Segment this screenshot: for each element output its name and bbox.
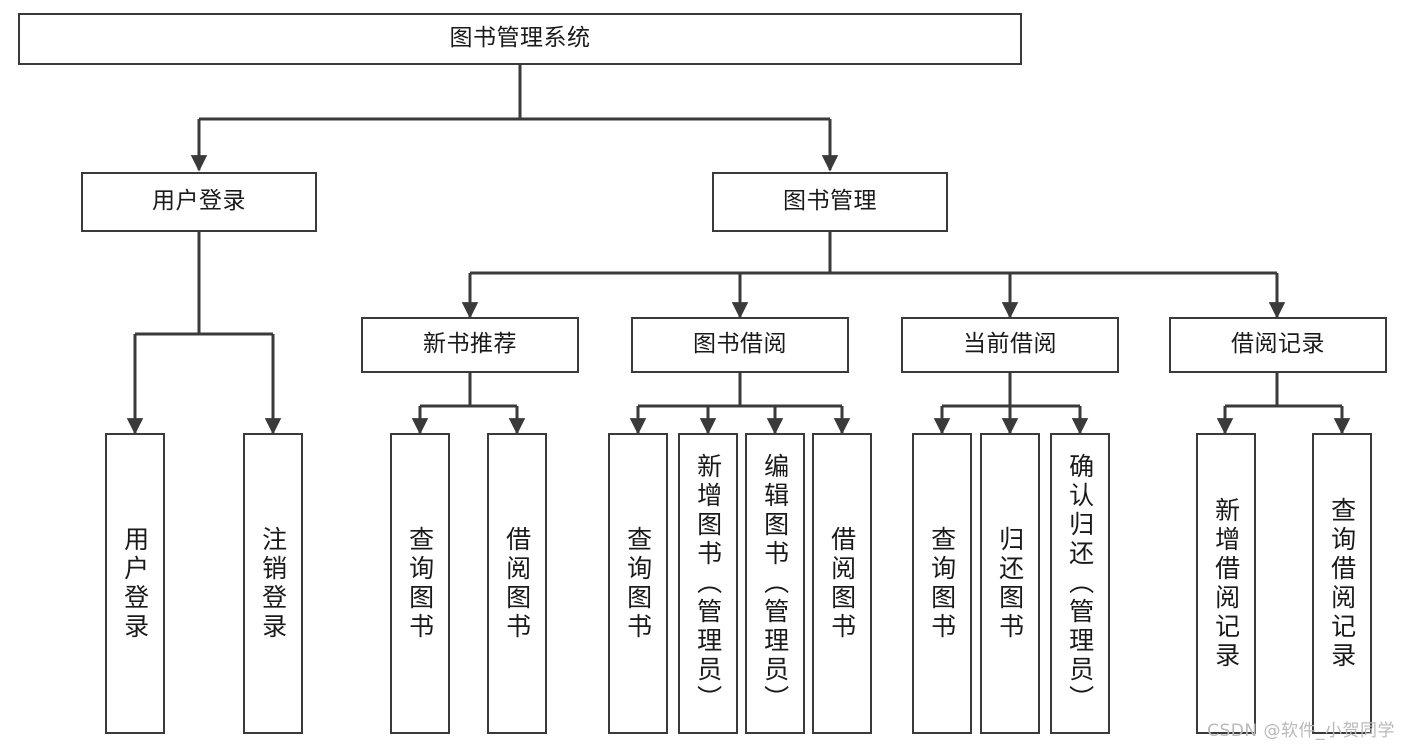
watermark-text: CSDN @软件_小贺同学 (1207, 721, 1395, 741)
node-label: 确认归还（管理员） (1065, 453, 1095, 714)
node-leaf-query-book-recommend[interactable]: 查询图书 (390, 433, 450, 734)
node-leaf-borrow-book[interactable]: 借阅图书 (812, 433, 872, 734)
node-label: 查询图书 (623, 525, 653, 642)
node-label: 图书管理系统 (449, 25, 591, 52)
node-label: 图书管理 (783, 188, 877, 215)
node-leaf-edit-book-admin[interactable]: 编辑图书（管理员） (745, 433, 805, 734)
node-root-system[interactable]: 图书管理系统 (18, 13, 1022, 65)
node-user-login[interactable]: 用户登录 (81, 172, 317, 232)
node-leaf-return-book[interactable]: 归还图书 (980, 433, 1040, 734)
node-leaf-borrow-book-recommend[interactable]: 借阅图书 (487, 433, 547, 734)
node-label: 归还图书 (995, 525, 1025, 642)
node-label: 查询图书 (927, 525, 957, 642)
node-label: 新增图书（管理员） (693, 453, 723, 714)
node-leaf-query-book-borrow[interactable]: 查询图书 (608, 433, 668, 734)
node-leaf-confirm-return-admin[interactable]: 确认归还（管理员） (1050, 433, 1110, 734)
node-leaf-query-book-current[interactable]: 查询图书 (912, 433, 972, 734)
node-label: 用户登录 (120, 525, 150, 642)
node-label: 新增借阅记录 (1211, 496, 1241, 671)
node-label: 编辑图书（管理员） (760, 453, 790, 714)
node-label: 注销登录 (258, 525, 288, 642)
node-leaf-query-borrow-record[interactable]: 查询借阅记录 (1312, 433, 1372, 734)
node-label: 借阅记录 (1231, 331, 1325, 358)
node-label: 当前借阅 (963, 331, 1057, 358)
node-label: 图书借阅 (693, 331, 787, 358)
node-book-borrow[interactable]: 图书借阅 (631, 317, 849, 373)
node-new-book-recommend[interactable]: 新书推荐 (361, 317, 579, 373)
node-borrow-record[interactable]: 借阅记录 (1169, 317, 1387, 373)
node-leaf-logout[interactable]: 注销登录 (243, 433, 303, 734)
node-leaf-add-borrow-record[interactable]: 新增借阅记录 (1196, 433, 1256, 734)
node-leaf-add-book-admin[interactable]: 新增图书（管理员） (678, 433, 738, 734)
node-current-borrow[interactable]: 当前借阅 (901, 317, 1119, 373)
node-label: 借阅图书 (827, 525, 857, 642)
node-book-management[interactable]: 图书管理 (712, 172, 948, 232)
node-leaf-user-login[interactable]: 用户登录 (105, 433, 165, 734)
node-label: 新书推荐 (423, 331, 517, 358)
node-label: 查询图书 (405, 525, 435, 642)
node-label: 借阅图书 (502, 525, 532, 642)
node-label: 用户登录 (152, 188, 246, 215)
node-label: 查询借阅记录 (1327, 496, 1357, 671)
